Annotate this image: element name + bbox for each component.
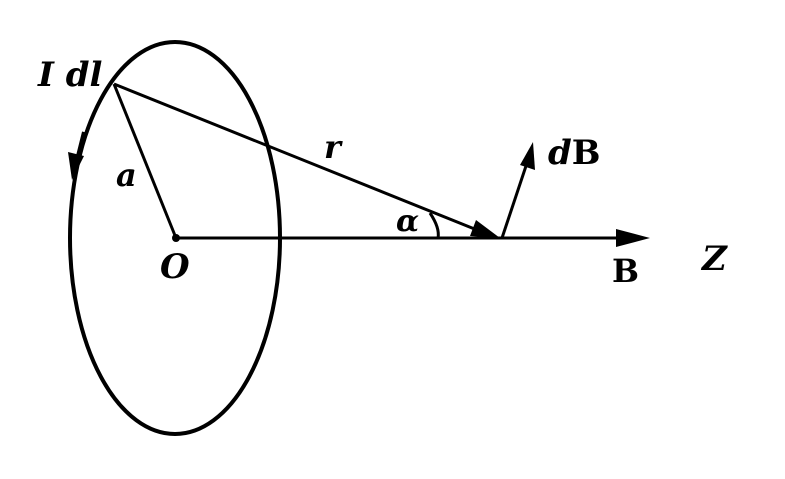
angle-label: α (396, 204, 419, 239)
db-vector-arrowhead (520, 142, 535, 170)
radius-label: a (116, 156, 137, 194)
field-label: B (612, 252, 639, 290)
axis-label: Z (700, 239, 728, 279)
current-direction-arrowhead (68, 152, 84, 180)
distance-label: r (324, 128, 343, 166)
angle-arc (428, 212, 440, 239)
field-element-label: dB (548, 133, 601, 173)
distance-arrowhead (470, 220, 500, 238)
field-element-vector: B (572, 133, 601, 173)
db-vector-line (500, 159, 530, 239)
current-element-label: I dl (37, 55, 103, 95)
center-label: O (160, 247, 190, 287)
distance-line (113, 82, 483, 234)
field-arrowhead (616, 229, 650, 247)
radius-line (112, 83, 178, 239)
field-element-prefix: d (548, 133, 572, 173)
